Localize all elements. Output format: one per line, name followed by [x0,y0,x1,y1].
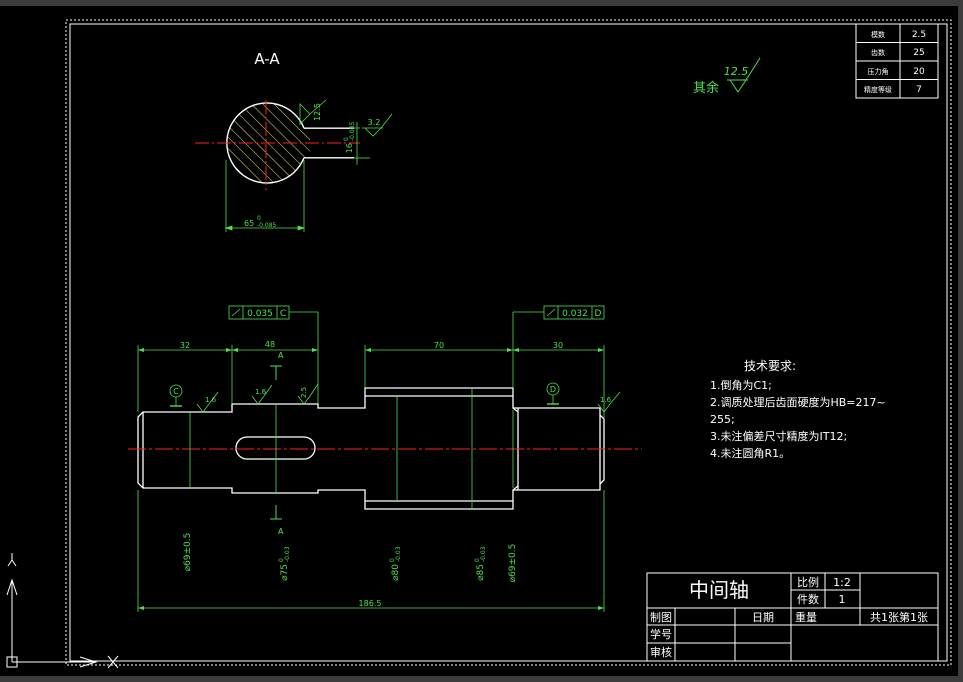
diameter-extension-lines [189,388,514,509]
date-label: 日期 [752,611,774,624]
dim-48: 48 [265,340,275,349]
keyway-depth-tol-upper: 0 [343,137,350,141]
roughness-value: 1.6 [205,396,217,404]
gear-param-name: 精度等级 [864,85,892,94]
runout-tolerance-right: 0.032 D [513,305,605,320]
roughness-symbol-keyway [299,99,327,125]
dim-phi69-left: ⌀69±0.5 [183,533,193,572]
datum-symbol-c: C [169,384,183,407]
section-marker-top [270,365,282,380]
section-hatch [226,103,310,183]
tech-req-line: 2.调质处理后齿面硬度为HB=217~ [710,395,886,409]
gear-param-name: 齿数 [871,48,885,57]
roughness-keyway-value: 12.5 [313,103,322,121]
tech-req-line: 3.未注偏差尺寸精度为IT12; [710,429,847,443]
keyway-depth-tol-lower: -0.085 [349,121,356,141]
shaft-main-view: ⌀69±0.5 ⌀75 0 -0.03 ⌀80 0 -0.03 ⌀85 0 -0… [128,305,642,612]
part-name: 中间轴 [689,578,749,602]
width-text: 65 [244,219,254,228]
section-title: A-A [254,50,280,68]
section-marker-letter-bottom: A [278,527,284,536]
quantity-value: 1 [839,593,846,606]
dim-phi85: ⌀85 [476,564,486,581]
dim-32: 32 [180,341,190,350]
general-roughness-label: 其余 [693,80,719,96]
student-id-label: 学号 [650,627,672,641]
general-roughness: 其余 12.5 [693,57,761,96]
tolerance-datum: D [595,309,602,319]
roughness-value: 1.6 [255,388,267,396]
dim-186-5: 186.5 [359,599,382,608]
drawing-frame [65,19,952,666]
tech-req-line: 4.未注圆角R1。 [710,446,790,460]
dim-70: 70 [434,341,444,350]
dim-phi75: ⌀75 [280,564,290,581]
keyway-depth-text: 16 [345,143,354,153]
dim-30: 30 [553,341,563,350]
gear-param-value: 2.5 [912,30,926,40]
dim-phi69-right: ⌀69±0.5 [508,544,518,583]
drawn-label: 制图 [650,611,672,624]
datum-letter: C [173,387,179,396]
gear-param-value: 20 [913,67,925,77]
roughness-value: 2.5 [300,387,308,398]
scale-value: 1:2 [833,576,851,589]
scale-label: 比例 [797,575,819,589]
dim-phi85-tol-lower: -0.03 [480,546,487,562]
dim-phi75-tol-upper: 0 [278,558,285,562]
title-block: 中间轴 比例 1:2 件数 1 制图 日期 重量 共1张第1张 学号 审核 [646,572,939,662]
width-tol-upper: 0 [257,215,261,222]
width-dimension [224,160,306,232]
tolerance-value: 0.032 [562,309,588,319]
ucs-icon: Y X [6,553,119,669]
dim-phi80-tol-upper: 0 [389,558,396,562]
tech-req-title: 技术要求: [744,359,796,373]
keyway-depth-dimension [354,122,370,165]
gear-param-value: 7 [916,85,922,95]
sheet-label: 共1张第1张 [870,610,928,624]
tolerance-value: 0.035 [247,309,273,319]
gear-params-table: 模数 2.5 齿数 25 压力角 20 精度等级 7 [855,23,939,99]
roughness-value: 1.6 [600,396,612,404]
datum-symbol-d: D [546,382,560,405]
section-marker-letter-top: A [278,351,284,360]
length-dimensions [137,312,605,612]
technical-requirements: 技术要求: 1.倒角为C1; 2.调质处理后齿面硬度为HB=217~ 255; … [710,359,886,460]
tech-req-line: 255; [710,413,735,426]
roughness-side-value: 3.2 [368,118,381,127]
dim-phi80-tol-lower: -0.03 [395,546,402,562]
runout-tolerance-left: 0.035 C [228,305,318,320]
width-tol-lower: -0.085 [257,222,277,229]
roughness-symbol-side [362,113,393,137]
dim-phi80: ⌀80 [391,564,401,581]
general-roughness-value: 12.5 [724,65,749,78]
keyway-outline [304,127,354,159]
dim-phi85-tol-upper: 0 [474,558,481,562]
weight-label: 重量 [795,610,817,624]
roughness-symbols-shaft [196,383,621,413]
gear-param-name: 模数 [871,30,885,39]
review-label: 审核 [650,645,672,659]
tech-req-line: 1.倒角为C1; [710,379,772,392]
tolerance-datum: C [280,309,286,319]
section-view-a-a: A-A 16 0 -0.085 [195,50,393,232]
gear-param-name: 压力角 [868,67,889,76]
section-marker-bottom [270,505,282,520]
dim-phi75-tol-lower: -0.03 [284,546,291,562]
gear-param-value: 25 [913,48,924,58]
datum-letter: D [550,385,556,394]
quantity-label: 件数 [797,593,819,606]
